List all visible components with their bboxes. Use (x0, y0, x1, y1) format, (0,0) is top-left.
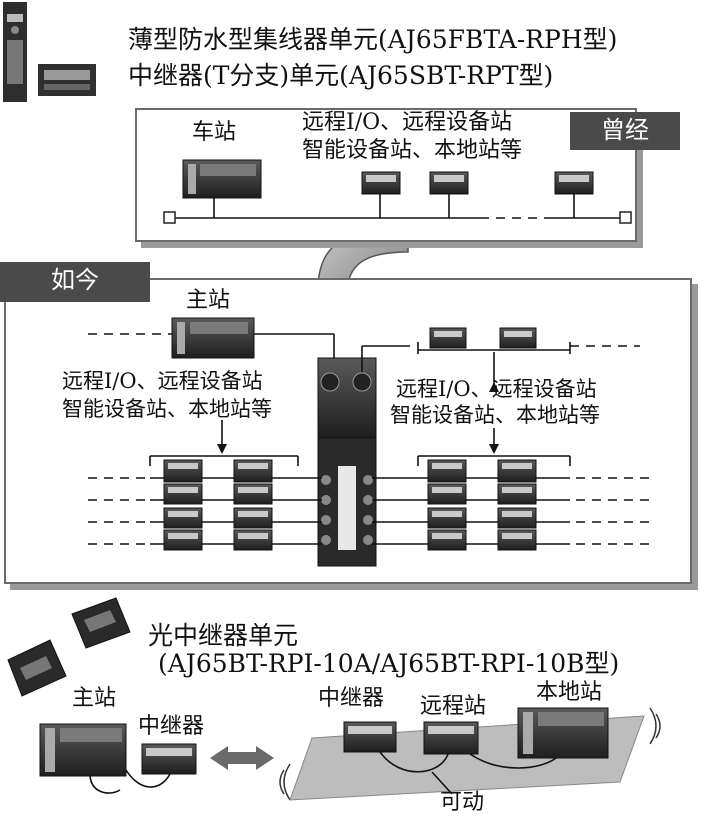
before-master-label: 车站 (192, 120, 237, 145)
wireless-icon-left (279, 763, 291, 801)
movable-label: 可动 (440, 790, 485, 815)
before-terminator-left (163, 211, 176, 224)
before-remote-line-1: 远程I/O、远程设备站 (302, 110, 513, 135)
now-right-line-2: 智能设备站、本地站等 (390, 403, 600, 427)
now-left-line-2: 智能设备站、本地站等 (62, 397, 272, 421)
before-remote-line-2: 智能设备站、本地站等 (302, 138, 523, 163)
before-station-1 (361, 171, 401, 218)
platform-local-label: 本地站 (536, 680, 603, 705)
before-station-3 (554, 171, 594, 218)
optical-title-line-1: 光中继器单元 (148, 621, 299, 650)
now-master-label: 主站 (186, 288, 231, 313)
title-line-1: 薄型防水型集线器单元(AJ65FBTA-RPH型) (128, 25, 618, 54)
before-station-2 (429, 171, 469, 218)
now-tab: 如今 (0, 262, 150, 302)
hub-unit-photo (3, 2, 27, 102)
before-tab: 曾经 (570, 112, 680, 150)
central-hub-unit (317, 357, 377, 567)
optical-repeater-photo-1 (7, 639, 67, 697)
left-station-grid (88, 459, 322, 551)
optical-repeater-photo-2 (71, 597, 131, 649)
optical-repeater-label: 中继器 (138, 714, 205, 739)
wireless-icon-right (649, 707, 661, 745)
repeater-unit-photo (38, 64, 96, 96)
now-left-line-1: 远程I/O、远程设备站 (62, 369, 263, 393)
optical-title-line-2: (AJ65BT-RPI-10A/AJ65BT-RPI-10B型) (158, 649, 620, 678)
title-line-2: 中继器(T分支)单元(AJ65SBT-RPT型) (128, 61, 554, 90)
optical-master-label: 主站 (72, 686, 117, 711)
wireless-double-arrow (210, 746, 274, 770)
before-terminator-right (619, 211, 632, 224)
right-station-grid (372, 459, 650, 551)
platform-remote-label: 远程站 (420, 694, 487, 719)
platform-repeater-label: 中继器 (318, 686, 385, 711)
